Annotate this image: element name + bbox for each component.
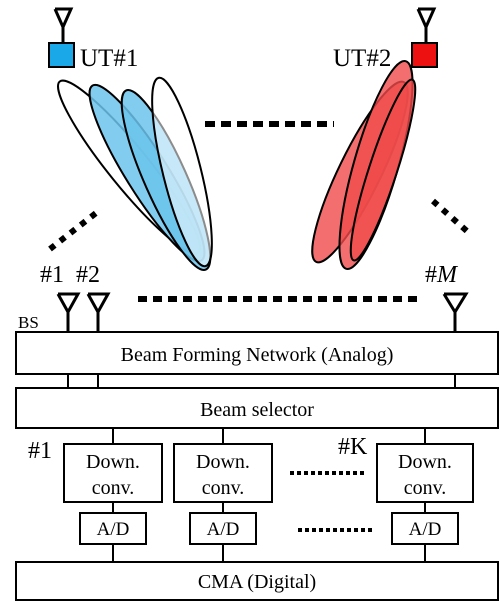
beam-forming-network-label: Beam Forming Network (Analog) [121, 344, 394, 366]
cma-block [15, 561, 499, 601]
downconv-label-line1: Down. [196, 451, 250, 473]
chain-1-label: #1 [28, 438, 52, 464]
bs-antenna-icon [56, 292, 81, 332]
downconv-label-line2: conv. [202, 477, 245, 499]
adc-block: A/D [391, 512, 459, 545]
ut1-terminal [48, 42, 75, 68]
ut1-antenna-icon [53, 7, 74, 43]
antenna-2-label: #2 [76, 262, 100, 288]
bs-label: BS [18, 313, 39, 332]
ut1-label: UT#1 [80, 45, 138, 72]
adc-label: A/D [409, 519, 442, 540]
selector-downconv-links [112, 428, 426, 444]
right-array-ellipsis [431, 198, 470, 235]
bfn-selector-links [67, 374, 456, 388]
downconv-block: Down. conv. [376, 443, 474, 503]
adc-block: A/D [79, 512, 147, 545]
beam-selector-block [15, 387, 499, 429]
chain-k-label: #K [338, 434, 368, 460]
left-array-ellipsis [48, 210, 98, 252]
ut2-terminal [411, 42, 438, 68]
downconv-block: Down. conv. [63, 443, 163, 503]
adc-cma-links [112, 544, 426, 562]
beam-forming-network-block [15, 331, 499, 375]
ut2-label: UT#2 [333, 45, 391, 72]
adc-block: A/D [189, 512, 257, 545]
ut2-antenna-icon [416, 7, 437, 43]
ut1-beam-lobe [151, 76, 213, 268]
beam-selector-label: Beam selector [200, 399, 314, 421]
downconv-label-line2: conv. [92, 477, 135, 499]
adc-label: A/D [207, 519, 240, 540]
bs-antenna-icon [442, 292, 469, 332]
antenna-1-label: #1 [40, 262, 64, 288]
downconv-block: Down. conv. [173, 443, 273, 503]
downconv-label-line1: Down. [86, 451, 140, 473]
ut1-beam-group [57, 76, 213, 271]
bs-antenna-icon [86, 292, 111, 332]
antenna-m-label: #M [425, 262, 459, 288]
downconv-label-line1: Down. [398, 451, 452, 473]
downconv-label-line2: conv. [404, 477, 447, 499]
cma-label: CMA (Digital) [198, 571, 316, 593]
ut2-beam-group [311, 60, 417, 270]
downconv-adc-links [112, 502, 426, 513]
ut2-beam-lobe [349, 78, 417, 262]
adc-label: A/D [97, 519, 130, 540]
